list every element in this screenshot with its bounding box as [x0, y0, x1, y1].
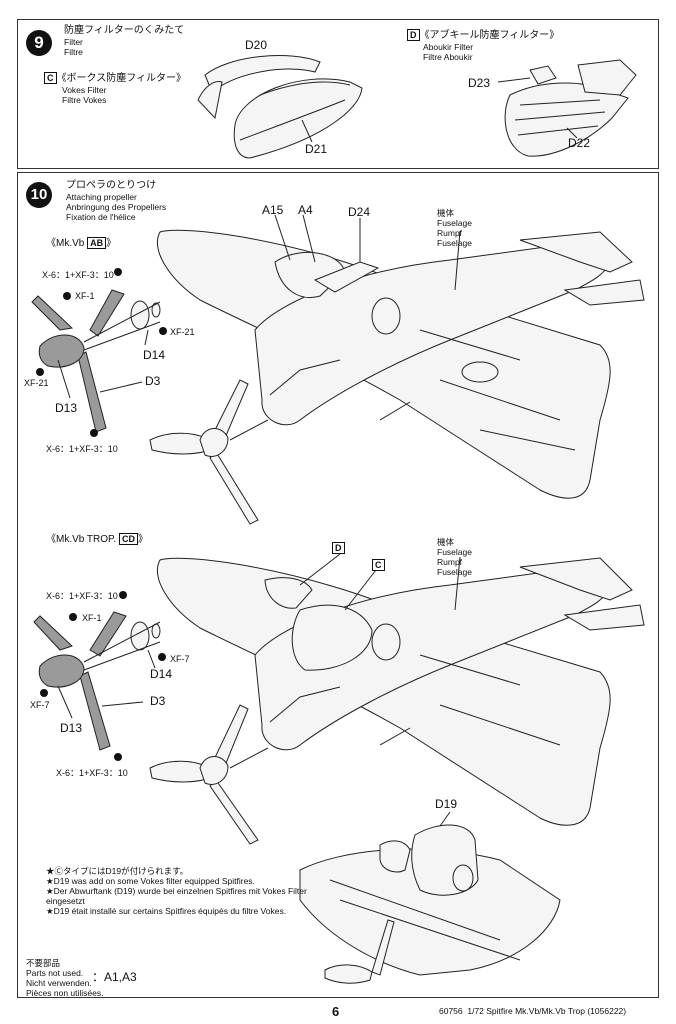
part-label-d3-bottom: D3 [150, 694, 166, 708]
vokes-filter-en: Vokes Filter [62, 85, 107, 95]
variant-tag-d: D [407, 29, 420, 41]
step9-title: 防塵フィルターのくみたて Filter Filtre [64, 25, 184, 57]
step-number-9: 9 [26, 30, 52, 56]
part-label-d24: D24 [348, 205, 371, 219]
not-used-de: Nicht verwenden. [26, 978, 92, 988]
step9-title-fr: Filtre [64, 47, 83, 57]
aboukir-filter-fr: Filtre Aboukir [423, 52, 473, 62]
fuselage-fr: Fuselage [437, 238, 472, 248]
part-label-d23: D23 [468, 76, 491, 90]
fuselage-callout-top: 機体 Fuselage Rumpf Fuselage [437, 208, 472, 248]
part-label-d19: D19 [435, 797, 458, 811]
part-label-a15: A15 [262, 203, 284, 217]
step9-title-jp: 防塵フィルターのくみたて [64, 25, 185, 36]
propeller-exploded-top [31, 289, 161, 433]
paint-label-mix1-top: X-6：1+XF-3：10 [42, 270, 114, 280]
fuselage-jp: 機体 [437, 208, 455, 218]
not-used-parts-list: ：A1,A3 [92, 970, 137, 984]
paint-label-xf21-right: XF-21 [170, 327, 195, 337]
paint-label-xf1-bottom: XF-1 [82, 613, 102, 623]
variant-tag-cd: CD [119, 533, 138, 545]
part-label-d-bottom: D [332, 540, 345, 554]
not-used-en: Parts not used. [26, 968, 84, 978]
part-label-d14-bottom: D14 [150, 667, 173, 681]
variant-trop-text: 《Mk.Vb TROP. [46, 534, 117, 545]
vokes-filter-drawing [197, 55, 363, 159]
aboukir-filter-jp: 《アブキール防塵フィルター》 [419, 30, 560, 41]
step9-panel [17, 19, 659, 169]
paint-label-xf1-top: XF-1 [75, 291, 95, 301]
paint-label-xf7-right: XF-7 [170, 654, 190, 664]
paint-label-xf21-left: XF-21 [24, 378, 49, 388]
step9-title-en: Filter [64, 37, 83, 47]
note-de: ★Der Abwurftank (D19) wurde bei einzelne… [46, 886, 307, 906]
part-label-d21: D21 [305, 142, 328, 156]
step10-panel [17, 172, 659, 998]
variant-mkvb-close: 》 [106, 238, 117, 249]
part-label-d13-top: D13 [55, 401, 78, 415]
part-label-a4: A4 [298, 203, 313, 217]
fuselage-fr: Fuselage [437, 567, 472, 577]
not-used-jp: 不要部品 [26, 958, 61, 968]
step10-title-jp: プロペラのとりつけ [66, 180, 157, 191]
variant-mkvb-label: 《Mk.Vb AB》 [46, 237, 116, 250]
part-label-d20: D20 [245, 38, 268, 52]
paint-label-mix2-bottom: X-6：1+XF-3：10 [56, 768, 128, 778]
paint-label-xf7-left: XF-7 [30, 700, 50, 710]
drop-tank-detail [299, 811, 561, 984]
not-used-fr: Pièces non utilisées. [26, 988, 104, 998]
airplane-bottom [149, 557, 645, 845]
part-label-d22: D22 [568, 136, 591, 150]
step-number-10: 10 [26, 182, 52, 208]
part-label-d13-bottom: D13 [60, 721, 83, 735]
step10-title-en: Attaching propeller [66, 192, 137, 202]
variant-trop-close: 》 [138, 534, 148, 545]
variant-mkvb-text: 《Mk.Vb [46, 238, 85, 249]
fuselage-en: Fuselage [437, 547, 472, 557]
variant-tag-ab: AB [87, 237, 107, 249]
part-label-d3-top: D3 [145, 374, 161, 388]
notes: ★ⒸタイプにはD19が付けられます。 ★D19 was add on some … [46, 866, 316, 916]
note-fr: ★D19 était installé sur certains Spitfir… [46, 906, 287, 916]
variant-tag-c: C [44, 72, 57, 84]
part-label-d14-top: D14 [143, 348, 166, 362]
part-label-c-bottom: C [372, 557, 385, 571]
aboukir-filter-drawing [497, 59, 637, 157]
airplane-top [149, 229, 645, 525]
parts-not-used: 不要部品 Parts not used. Nicht verwenden. Pi… [26, 958, 104, 998]
note-jp: ★ⒸタイプにはD19が付けられます。 [46, 866, 189, 876]
step10-title-fr: Fixation de l'hélice [66, 212, 136, 222]
vokes-filter-jp: 《ボークス防塵フィルター》 [56, 73, 187, 84]
step10-title-de: Anbringung des Propellers [66, 202, 167, 212]
variant-trop-label: 《Mk.Vb TROP. CD》 [46, 533, 148, 546]
fuselage-de: Rumpf [437, 228, 463, 238]
fuselage-jp: 機体 [437, 537, 455, 547]
paint-label-mix1-bottom: X-6：1+XF-3：10 [46, 591, 118, 601]
vokes-filter-caption: C《ボークス防塵フィルター》 Vokes Filter Filtre Vokes [44, 72, 186, 105]
page-number: 6 [332, 1004, 340, 1019]
paint-label-mix2-top: X-6：1+XF-3：10 [46, 444, 118, 454]
fuselage-de: Rumpf [437, 557, 463, 567]
aboukir-filter-en: Aboukir Filter [423, 42, 474, 52]
fuselage-callout-bottom: 機体 Fuselage Rumpf Fuselage [437, 537, 472, 577]
propeller-exploded-bottom [33, 611, 161, 751]
aboukir-filter-caption: D《アブキール防塵フィルター》 Aboukir Filter Filtre Ab… [407, 29, 559, 62]
vokes-filter-fr: Filtre Vokes [62, 95, 107, 105]
fuselage-en: Fuselage [437, 218, 472, 228]
kit-code: 60756 1/72 Spitfire Mk.Vb/Mk.Vb Trop (10… [439, 1006, 627, 1016]
note-en: ★D19 was add on some Vokes filter equipp… [46, 876, 255, 886]
step10-title: プロペラのとりつけ Attaching propeller Anbringung… [66, 180, 166, 222]
